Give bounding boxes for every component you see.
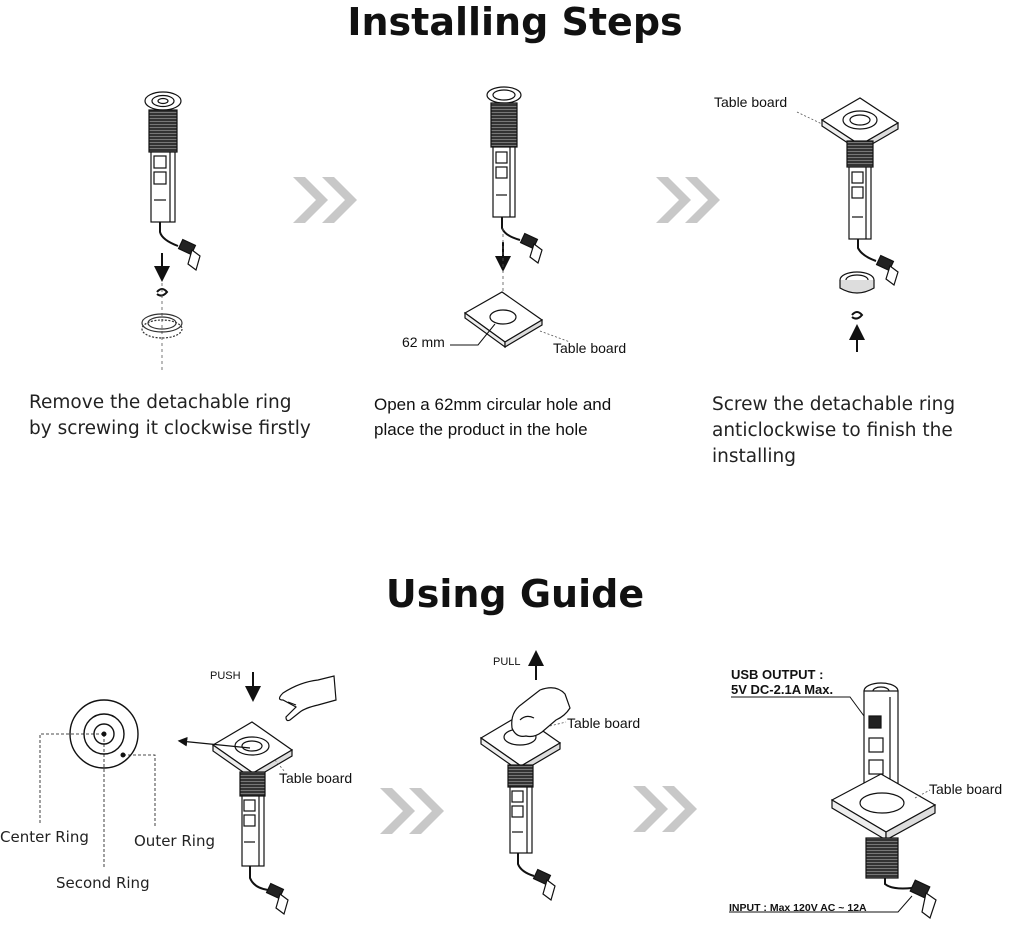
- installing-steps-title: Installing Steps: [347, 0, 683, 44]
- chevron-icon-2: [656, 177, 720, 223]
- step2-table-board: [463, 291, 544, 349]
- push-socket-tower: [211, 721, 294, 916]
- step3-caption: Screw the detachable ring anticlockwise …: [712, 392, 1030, 470]
- outer-ring-label: Outer Ring: [134, 832, 215, 850]
- step2-table-board-label: Table board: [553, 340, 627, 356]
- final-table-board-label: Table board: [929, 781, 1003, 797]
- rings-diagram: [39, 699, 156, 868]
- second-ring-label: Second Ring: [56, 874, 150, 892]
- step3-table-board-label: Table board: [714, 94, 788, 110]
- usb-pointer: [731, 696, 865, 717]
- rotate-arrow-icon-3: [851, 311, 864, 320]
- step1-caption: Remove the detachable ring by screwing i…: [29, 390, 311, 442]
- usb-output-line1: USB OUTPUT :: [731, 667, 824, 682]
- chevron-icon-1: [293, 177, 357, 223]
- step1-socket-tower: [144, 91, 201, 272]
- usb-output-line2: 5V DC-2.1A Max.: [731, 682, 834, 697]
- detachable-ring-1: [141, 313, 183, 339]
- rotate-arrow-icon-1: [156, 288, 169, 297]
- step1-caption-line1: Remove the detachable ring: [29, 392, 292, 413]
- push-label: PUSH: [210, 670, 241, 682]
- step3-caption-line2: anticlockwise to finish the installing: [712, 420, 953, 467]
- step2-socket-tower: [486, 86, 543, 264]
- chevron-icon-4: [633, 786, 697, 832]
- step1-caption-line2: by screwing it clockwise firstly: [29, 418, 311, 439]
- usb-output-label: USB OUTPUT : 5V DC-2.1A Max.: [731, 667, 833, 697]
- chevron-icon-3: [380, 788, 444, 834]
- final-socket-tower: [830, 682, 937, 919]
- using-guide-title: Using Guide: [385, 572, 645, 616]
- input-pointer: [729, 895, 913, 913]
- input-rating-label: INPUT : Max 120V AC ~ 12A: [729, 902, 867, 914]
- step3-caption-line1: Screw the detachable ring: [712, 394, 956, 415]
- pull-label: PULL: [493, 656, 521, 668]
- pull-table-board-label: Table board: [567, 715, 641, 731]
- pointing-hand-icon: [278, 675, 337, 722]
- step2-caption: Open a 62mm circular hole and place the …: [374, 392, 611, 442]
- center-ring-pointer: [177, 736, 251, 749]
- step2-caption-line2: place the product in the hole: [374, 420, 588, 439]
- detachable-ring-3: [839, 271, 875, 294]
- push-table-board-label: Table board: [279, 770, 353, 786]
- center-ring-label: Center Ring: [0, 828, 89, 846]
- step3-socket-tower: [820, 97, 900, 286]
- pull-socket-tower: [479, 714, 562, 902]
- hole-size-label: 62 mm: [402, 334, 445, 350]
- gripping-hand-icon: [511, 687, 571, 738]
- step2-caption-line1: Open a 62mm circular hole and: [374, 395, 612, 414]
